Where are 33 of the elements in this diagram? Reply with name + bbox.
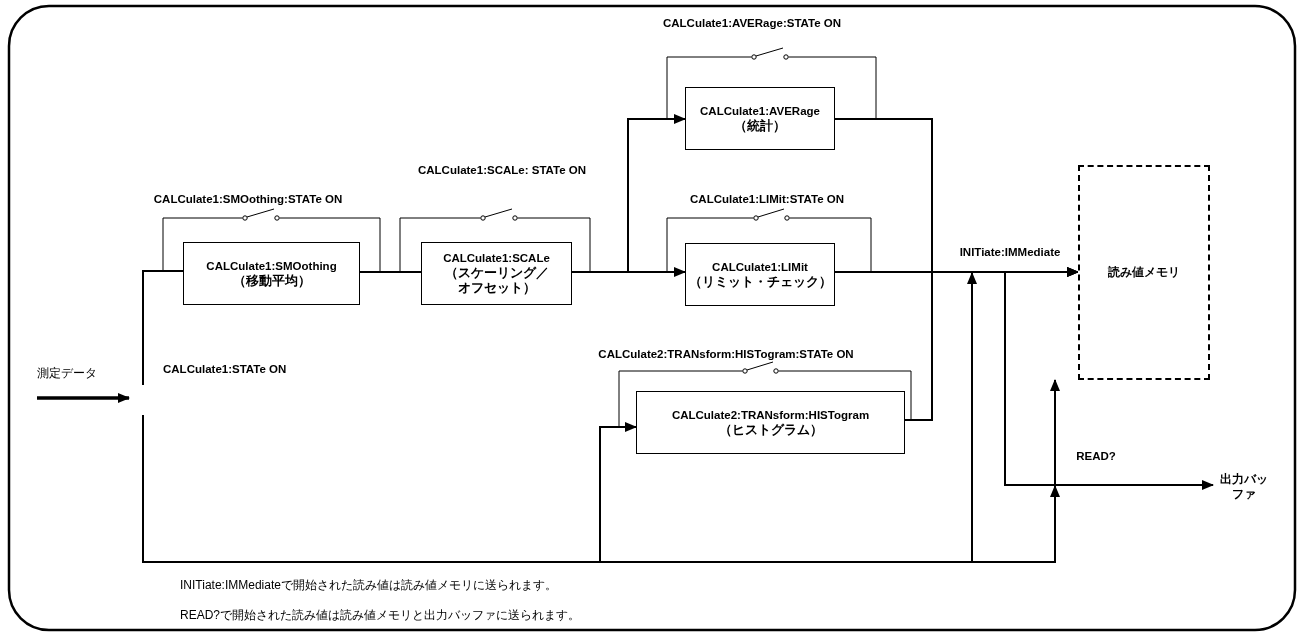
signal-label: CALCulate1:STATe ON <box>163 362 287 376</box>
box-title: CALCulate1:SCALe <box>443 251 550 266</box>
switch-label: CALCulate1:AVERage:STATe ON <box>662 16 842 30</box>
switch-label: CALCulate1:SCALe: STATe ON <box>418 163 586 177</box>
switch-label: CALCulate1:LIMit:STATe ON <box>690 192 844 206</box>
connector-arrow <box>1050 379 1060 486</box>
box-subtitle: （スケーリング／オフセット） <box>443 266 550 296</box>
box-subtitle: （ヒストグラム） <box>718 422 823 438</box>
buffer-label: 出力バッファ <box>1219 472 1269 502</box>
box-title: CALCulate1:AVERage <box>700 103 820 119</box>
box-subtitle: （リミット・チェック） <box>688 274 832 290</box>
box-title: CALCulate1:LIMit <box>712 259 808 275</box>
switch-label: CALCulate1:SMOothing:STATe ON <box>153 192 343 206</box>
box-title: 読み値メモリ <box>1108 265 1180 280</box>
note-text: READ?で開始された読み値は読み値メモリと出力バッファに送られます。 <box>180 608 580 622</box>
box-title: CALCulate1:SMOothing <box>206 258 337 274</box>
switch-label: CALCulate2:TRANsform:HISTogram:STATe ON <box>598 347 854 361</box>
edge-label: INITiate:IMMediate <box>959 245 1061 259</box>
box-subtitle: （統計） <box>734 118 786 134</box>
signal-label: 測定データ <box>37 366 97 380</box>
note-text: INITiate:IMMediateで開始された読み値は読み値メモリに送られます。 <box>180 578 557 592</box>
process-box <box>685 243 835 306</box>
edge-label: READ? <box>1076 449 1116 463</box>
connector-arrow <box>599 422 637 563</box>
box-title: CALCulate2:TRANsform:HISTogram <box>671 407 870 423</box>
process-box <box>183 242 360 305</box>
connector-arrow <box>571 267 686 277</box>
process-box <box>421 242 572 305</box>
connector-arrow <box>904 267 1079 421</box>
box-subtitle: （移動平均） <box>232 273 311 289</box>
process-box <box>685 87 835 150</box>
process-box <box>636 391 905 454</box>
memory-box <box>1078 165 1210 380</box>
